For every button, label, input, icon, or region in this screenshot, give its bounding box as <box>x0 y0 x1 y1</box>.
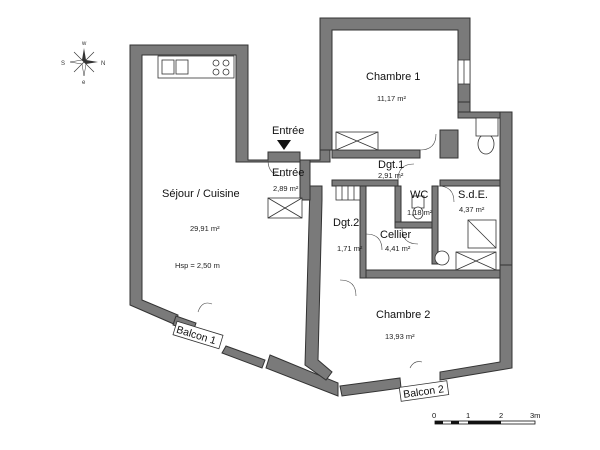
room-name-sde: S.d.E. <box>458 189 488 201</box>
compass-west: w <box>81 41 87 47</box>
room-chambre2: Chambre 2 13,93 m² <box>376 309 430 341</box>
bathroom-cabinet <box>475 117 499 137</box>
room-sde: S.d.E. 4,37 m² <box>458 189 488 214</box>
room-name-wc: WC <box>410 189 428 201</box>
balcony-2: Balcon 2 <box>398 380 450 402</box>
interior-partitions <box>299 101 501 279</box>
staircase <box>335 185 361 201</box>
balcony-1: Balcon 1 <box>172 320 224 350</box>
room-name-dgt2: Dgt.2 <box>333 217 359 229</box>
room-area-dgt1: 2,91 m² <box>378 171 404 180</box>
room-name-sejour: Séjour / Cuisine <box>162 188 240 200</box>
room-sejour: Séjour / Cuisine 29,91 m² Hsp = 2,50 m <box>162 188 240 270</box>
room-area-sde: 4,37 m² <box>459 205 485 214</box>
room-name-entree: Entrée <box>272 167 304 179</box>
room-dgt2: Dgt.2 1,71 m² <box>333 217 363 253</box>
sink-icon <box>161 59 175 75</box>
room-area-entree: 2,89 m² <box>273 184 299 193</box>
stove-icon <box>212 59 220 67</box>
room-area-wc: 1,18 m² <box>407 208 433 217</box>
room-area-chambre2: 13,93 m² <box>385 332 415 341</box>
compass-north: N <box>101 61 105 67</box>
scale-bar: 0 1 2 3m <box>432 411 540 425</box>
room-wc: WC 1,18 m² <box>407 189 433 217</box>
room-dgt1: Dgt.1 2,91 m² <box>378 159 404 180</box>
room-area-dgt2: 1,71 m² <box>337 244 363 253</box>
doors <box>197 59 471 369</box>
balcony-2-label: Balcon 2 <box>403 383 445 401</box>
room-area-sejour: 29,91 m² <box>190 224 220 233</box>
entrance-arrow-icon <box>277 140 291 150</box>
compass-east: e <box>82 80 86 86</box>
room-note-sejour: Hsp = 2,50 m <box>175 261 220 270</box>
room-name-cellier: Cellier <box>380 229 412 241</box>
room-entree: Entrée 2,89 m² <box>272 167 304 193</box>
exterior-walls <box>129 17 513 397</box>
compass-rose-icon: N S w e <box>61 41 105 86</box>
room-name-dgt1: Dgt.1 <box>378 159 404 171</box>
room-name-chambre2: Chambre 2 <box>376 309 430 321</box>
scale-tick-3: 3m <box>530 411 540 420</box>
room-cellier: Cellier 4,41 m² <box>380 229 412 253</box>
fixtures <box>157 55 499 271</box>
room-area-chambre1: 11,17 m² <box>377 94 407 103</box>
washbasin-icon <box>477 133 495 155</box>
compass-south: S <box>61 61 65 67</box>
scale-tick-2: 2 <box>499 411 503 420</box>
room-chambre1: Chambre 1 11,17 m² <box>366 71 420 103</box>
room-name-chambre1: Chambre 1 <box>366 71 420 83</box>
water-heater-icon <box>434 250 450 266</box>
scale-tick-1: 1 <box>466 411 470 420</box>
scale-tick-0: 0 <box>432 411 436 420</box>
room-area-cellier: 4,41 m² <box>385 244 411 253</box>
entrance-label: Entrée <box>272 125 304 137</box>
